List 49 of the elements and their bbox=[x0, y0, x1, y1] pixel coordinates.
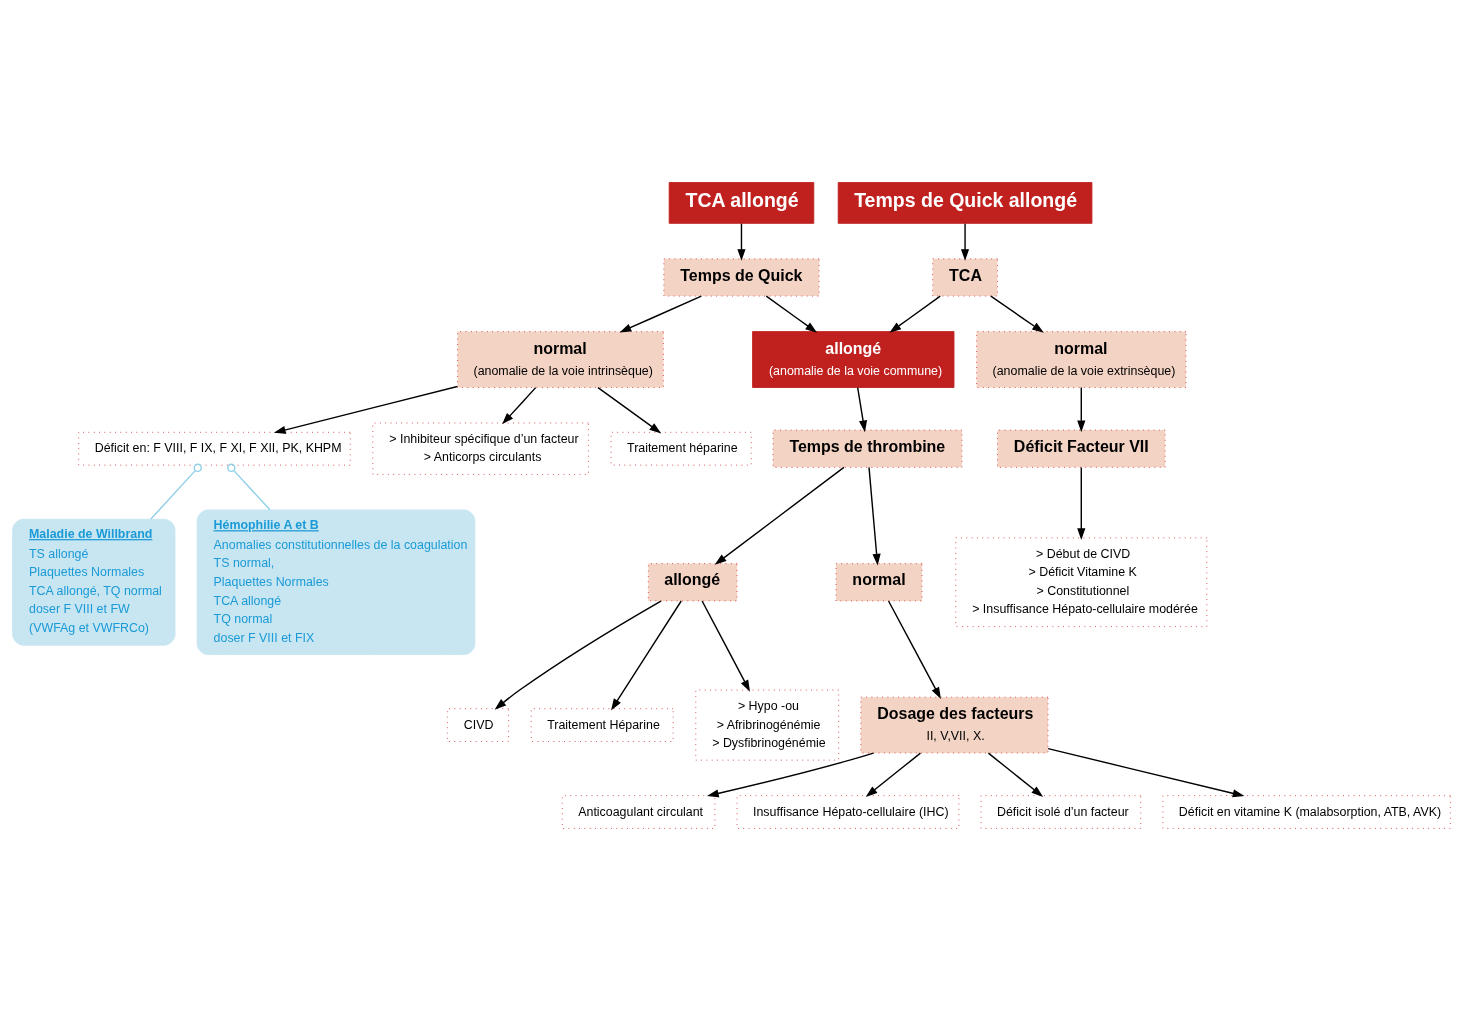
arrow bbox=[273, 385, 459, 434]
arrow bbox=[494, 600, 662, 710]
arrow bbox=[502, 386, 537, 425]
node-box: CIVD bbox=[446, 708, 510, 742]
node-box: TCA allongé bbox=[668, 182, 815, 224]
node-box: Temps de Quick allongé bbox=[837, 182, 1093, 224]
arrow bbox=[1047, 747, 1245, 798]
arrow bbox=[865, 752, 922, 797]
node-box: Maladie de Willbrand TS allongé Plaquettes Normales TCA allongé, TQ normal doser F VIII et FW (VWFAg et VWFRCo) bbox=[12, 518, 176, 646]
arrow bbox=[856, 386, 868, 433]
node-box: Déficit Facteur VII bbox=[997, 429, 1166, 468]
node-box: Déficit en vitamine K (malabsorption, ATB, AVK) bbox=[1162, 795, 1451, 829]
node-box: Dosage des facteurs II, V,VII, X. bbox=[860, 696, 1049, 754]
node-box: Temps de Quick bbox=[663, 258, 820, 297]
arrow bbox=[611, 600, 682, 711]
connector bbox=[227, 463, 271, 511]
node-box: Hémophilie A et B Anomalies constitutionnelles de la coagulation TS normal, Plaquettes Normales TCA allongé TQ normal doser F VIII et FIX bbox=[196, 509, 476, 655]
arrow bbox=[765, 295, 818, 333]
node-box: normal bbox=[835, 563, 923, 602]
arrow bbox=[889, 295, 941, 333]
node-box: > Hypo -ou > Afribrinogénémie > Dysfibrinogénémie bbox=[695, 689, 840, 761]
arrow bbox=[987, 752, 1044, 797]
arrow bbox=[1077, 466, 1086, 540]
node-box: > Inhibiteur spécifique d’un facteur > Anticorps circulants bbox=[372, 422, 589, 475]
node-box: Temps de thrombine bbox=[772, 429, 963, 468]
arrow bbox=[619, 295, 703, 333]
arrow bbox=[960, 223, 970, 261]
arrow bbox=[706, 752, 875, 798]
arrow bbox=[1077, 386, 1086, 433]
node-box: Déficit isolé d’un facteur bbox=[980, 795, 1142, 829]
arrow bbox=[868, 466, 881, 566]
connector bbox=[150, 463, 202, 520]
node-box: normal (anomalie de la voie intrinsèque) bbox=[457, 331, 664, 388]
node-box: Anticoagulant circulant bbox=[561, 795, 716, 829]
arrow bbox=[714, 466, 845, 565]
node-box: allongé (anomalie de la voie commune) bbox=[752, 331, 955, 388]
arrow bbox=[990, 295, 1044, 333]
arrow bbox=[701, 600, 750, 692]
node-box: TCA bbox=[932, 258, 998, 297]
node-box: Insuffisance Hépato-cellulaire (IHC) bbox=[736, 795, 960, 829]
arrow bbox=[737, 223, 746, 261]
arrow bbox=[597, 386, 662, 434]
node-box: allongé bbox=[647, 563, 738, 602]
node-box: Déficit en: F VIII, F IX, F XI, F XII, PK, KHPM bbox=[78, 431, 351, 466]
node-box: Traitement héparine bbox=[610, 431, 752, 466]
arrow bbox=[887, 600, 941, 699]
node-box: > Début de CIVD > Déficit Vitamine K > Constitutionnel > Insuffisance Hépato-cellulaire modérée bbox=[955, 537, 1208, 628]
node-box: Traitement Héparine bbox=[530, 708, 674, 742]
node-box: normal (anomalie de la voie extrinsèque) bbox=[976, 331, 1187, 388]
